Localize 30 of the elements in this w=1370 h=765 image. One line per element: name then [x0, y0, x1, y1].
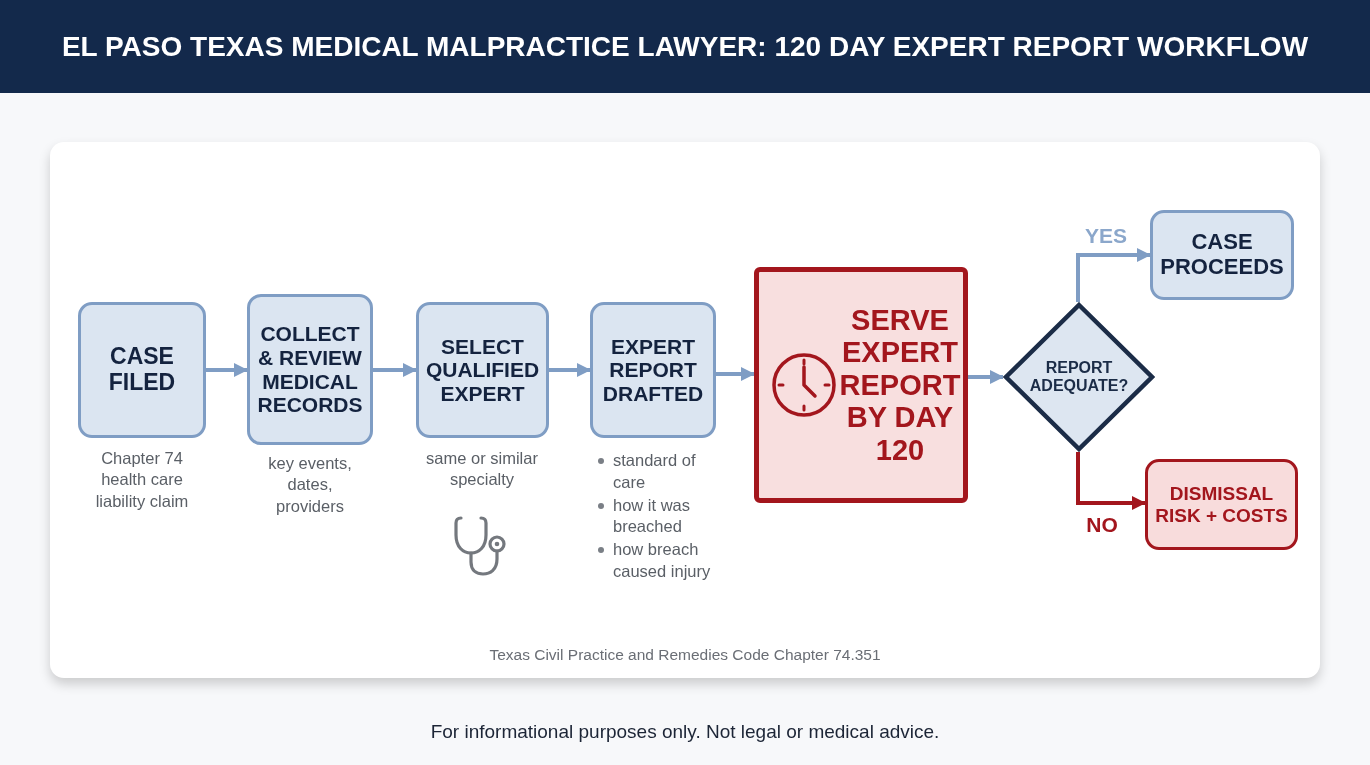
step-title: SELECT QUALIFIED EXPERT — [424, 334, 541, 406]
process-box — [247, 294, 373, 445]
process-box — [416, 302, 549, 438]
process-box — [1150, 210, 1294, 300]
step-title: CASE PROCEEDS — [1159, 230, 1285, 280]
arrow — [1076, 452, 1146, 510]
node-note: Chapter 74 health care liability claim — [94, 448, 190, 512]
step-title: SERVE EXPERT REPORT BY DAY 120 — [838, 303, 962, 467]
page-title: EL PASO TEXAS MEDICAL MALPRACTICE LAWYER: 120 DAY EXPERT REPORT WORKFLOW — [61, 30, 1309, 63]
arrow — [206, 363, 248, 377]
step-title: EXPERT REPORT DRAFTED — [601, 334, 705, 406]
node-note: key events, dates, providers — [267, 453, 353, 517]
arrow — [716, 367, 755, 381]
outcome-box — [1145, 459, 1298, 550]
arrow — [373, 363, 417, 377]
disclaimer-note: For informational purposes only. Not legal or medical advice. — [430, 721, 940, 743]
step-title: COLLECT & REVIEW MEDICAL RECORDS — [256, 322, 364, 417]
process-box — [78, 302, 206, 438]
step-title: DISMISSAL RISK + COSTS — [1154, 483, 1289, 526]
process-box — [590, 302, 716, 438]
deadline-box — [754, 267, 968, 503]
step-title: CASE FILED — [107, 344, 177, 396]
decision-diamond — [1003, 302, 1155, 452]
node-note: same or similar specialty — [425, 448, 539, 491]
arrow — [1076, 248, 1151, 302]
bullet-text: how breach caused injury — [613, 539, 712, 582]
source-note: Texas Civil Practice and Remedies Code Chapter 74.351 — [489, 646, 881, 664]
arrow — [549, 363, 591, 377]
step-title: REPORT ADEQUATE? — [1028, 359, 1130, 395]
arrow — [968, 370, 1004, 384]
